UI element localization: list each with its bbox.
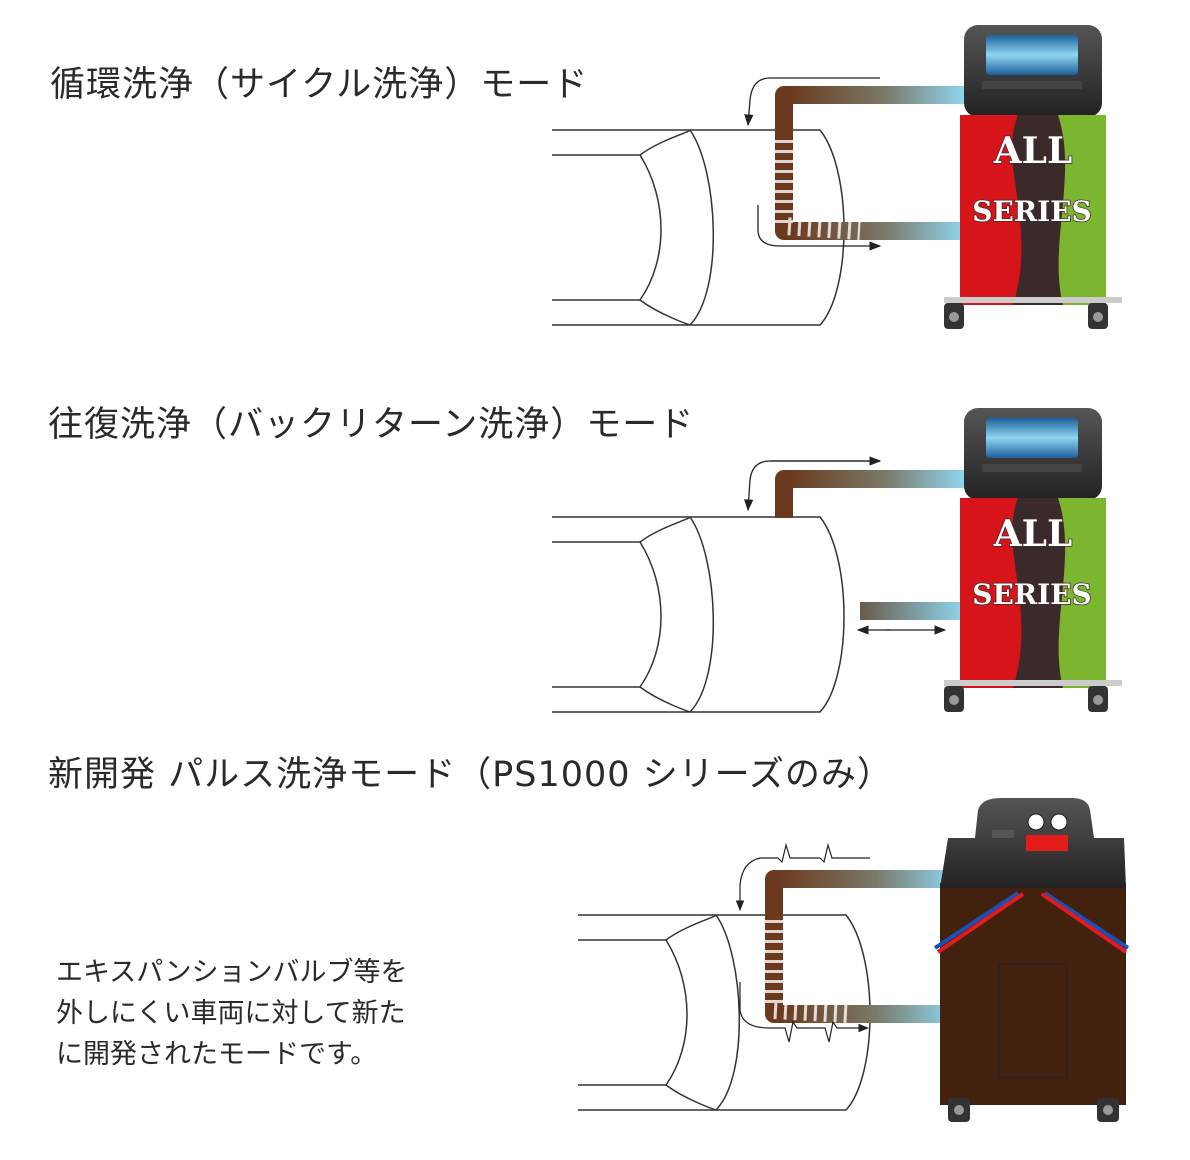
description-line: エキスパンションバルブ等を [56,957,408,988]
pulse-mode-illustration [577,798,1130,1122]
flow-arrow-bidirectional-top [744,460,880,512]
mode-title-pulse: 新開発 パルス洗浄モード（PS1000 シリーズのみ） [48,755,893,795]
cycle-mode-illustration: ALL SERIES [551,25,1122,329]
all-series-machine: ALL SERIES [944,25,1122,329]
gauge-icon [1027,813,1045,831]
mode-title-back-return: 往復洗浄（バックリターン洗浄）モード [48,405,695,445]
wheel-icon [944,686,1108,712]
pulse-mode-description: エキスパンションバルブ等を 外しにくい車両に対して新た に開発されたモードです。 [56,952,408,1075]
pulse-arrow-in [735,842,870,912]
description-line: 外しにくい車両に対して新た [56,998,406,1029]
flow-arrow-in [744,77,880,127]
supply-hose [775,86,965,240]
flow-arrow-out [757,205,882,251]
machine-logo-line1: ALL [993,130,1073,172]
machine-logo-line2: SERIES [972,578,1092,611]
gauge-icon [1050,813,1068,831]
mode-title-cycle: 循環洗浄（サイクル洗浄）モード [50,65,589,105]
supply-hose [765,870,955,1023]
machine-logo-line2: SERIES [972,195,1092,228]
ps1000-machine [933,798,1130,1122]
description-line: に開発されたモードです。 [56,1039,378,1070]
pulse-arrow-out [739,982,870,1043]
machine-logo-line1: ALL [993,513,1073,555]
return-hose [860,602,965,620]
pipe-cylinder [551,516,845,713]
wheel-icon [944,303,1108,329]
all-series-machine: ALL SERIES [944,408,1122,712]
back-return-mode-illustration: ALL SERIES [551,408,1122,713]
